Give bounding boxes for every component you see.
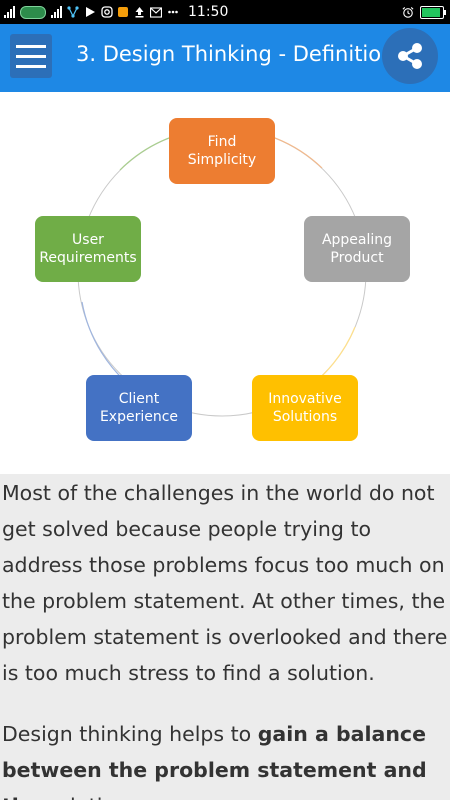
- status-bar: 11:50: [0, 0, 450, 24]
- article-content: Most of the challenges in the world do n…: [0, 474, 450, 800]
- paragraph-bold-text: gain a balance between the problem state…: [2, 722, 427, 800]
- hamburger-menu-icon[interactable]: [10, 34, 52, 78]
- app-bar: 3. Design Thinking - Definition: [0, 24, 450, 92]
- node-client-experience: Client Experience: [86, 375, 192, 441]
- battery-charging-icon: [420, 5, 446, 19]
- node-find-simplicity: Find Simplicity: [169, 118, 275, 184]
- paragraph-text: Design thinking helps to: [2, 722, 258, 746]
- mail-icon: [150, 6, 162, 18]
- share-icon[interactable]: [382, 28, 438, 84]
- signal-bars-icon: [4, 6, 15, 18]
- alarm-icon: [402, 6, 414, 18]
- more-icon: [167, 6, 179, 18]
- play-store-icon: [84, 6, 96, 18]
- node-user-requirements: User Requirements: [35, 216, 141, 282]
- status-time: 11:50: [188, 4, 229, 20]
- node-appealing-product: Appealing Product: [304, 216, 410, 282]
- status-icons-right: [402, 3, 446, 21]
- upload-icon: [133, 6, 145, 18]
- carrier-logo-icon: [20, 5, 46, 19]
- paragraph-text-cont: solution: [40, 794, 128, 800]
- signal-bars-icon: [51, 6, 62, 18]
- page-title: 3. Design Thinking - Definition: [76, 42, 395, 66]
- battery-level: [422, 7, 440, 17]
- share-network-icon: [67, 6, 79, 18]
- app-icon: [118, 7, 128, 17]
- status-icons-left: 11:50: [4, 3, 228, 21]
- instagram-icon: [101, 6, 113, 18]
- paragraph-design-thinking: Design thinking helps to gain a balance …: [0, 716, 450, 800]
- design-thinking-diagram: Find Simplicity Appealing Product Innova…: [0, 92, 450, 474]
- node-innovative-solutions: Innovative Solutions: [252, 375, 358, 441]
- paragraph-intro: Most of the challenges in the world do n…: [2, 481, 448, 685]
